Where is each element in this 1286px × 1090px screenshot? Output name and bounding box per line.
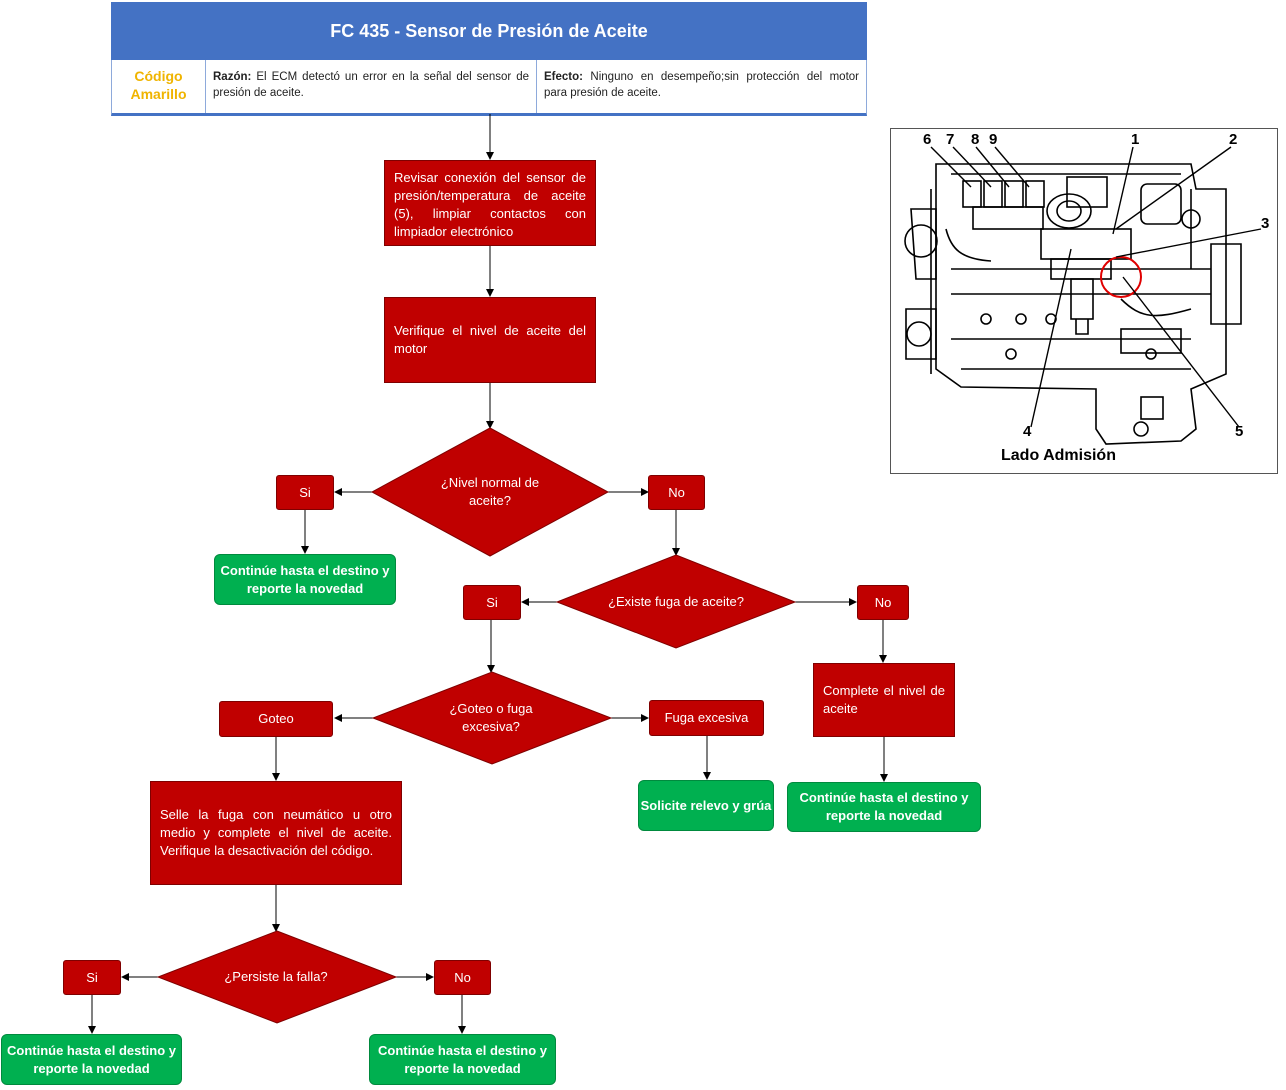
d3-fuga-excesiva-box: Fuga excesiva: [649, 700, 764, 736]
effect-label: Efecto:: [544, 71, 583, 83]
d4-yes-box: Si: [63, 960, 121, 995]
effect-text: Ninguno en desempeño;sin protección del …: [544, 71, 859, 99]
decision-persiste-falla-label: ¿Persiste la falla?: [224, 969, 328, 984]
engine-label-3: 3: [1261, 215, 1270, 232]
engine-illustration: [904, 146, 1262, 445]
engine-label-7: 7: [946, 131, 955, 148]
d1-no-box: No: [648, 475, 705, 510]
step-seal-leak: Selle la fuga con neumático u otro medio…: [150, 781, 402, 885]
step-check-oil-level: Verifique el nivel de aceite del motor: [384, 297, 596, 383]
engine-diagram: 1 2 3 4 5 6 7 8 9 Lado Admisión: [890, 128, 1278, 474]
d1-yes-box: Si: [276, 475, 334, 510]
diamond-goteo-fuga: [371, 671, 613, 765]
d2-yes-box: Si: [463, 585, 521, 620]
severity-code: Código Amarillo: [112, 60, 206, 113]
d1-yes-result-terminal: Continúe hasta el destino y reporte la n…: [214, 554, 396, 605]
d4-no-box: No: [434, 960, 491, 995]
engine-label-6: 6: [923, 131, 932, 148]
decision-existe-fuga-label: ¿Existe fuga de aceite?: [608, 594, 744, 609]
effect-cell: Efecto: Ninguno en desempeño;sin protecc…: [537, 60, 866, 113]
decision-diamonds: [156, 427, 797, 1024]
reason-label: Razón:: [213, 71, 252, 83]
page-title: FC 435 - Sensor de Presión de Aceite: [111, 2, 867, 60]
engine-label-4: 4: [1023, 423, 1032, 440]
step-check-sensor-connection: Revisar conexión del sensor de presión/t…: [384, 160, 596, 246]
d3-goteo-box: Goteo: [219, 701, 333, 737]
d4-yes-result-terminal: Continúe hasta el destino y reporte la n…: [1, 1034, 182, 1085]
step-seal-leak-text: Selle la fuga con neumático u otro medio…: [160, 807, 392, 858]
diamond-persiste-falla: [156, 930, 398, 1024]
engine-label-8: 8: [971, 131, 980, 148]
engine-label-2: 2: [1229, 131, 1238, 148]
decision-goteo-fuga-label: ¿Goteo o fuga excesiva?: [449, 701, 533, 734]
reason-text: El ECM detectó un error en la señal del …: [213, 71, 530, 99]
engine-caption: Lado Admisión: [1001, 447, 1116, 464]
d4-no-result-terminal: Continúe hasta el destino y reporte la n…: [369, 1034, 556, 1085]
d2-no-box: No: [857, 585, 909, 620]
d2-no-result-terminal: Continúe hasta el destino y reporte la n…: [787, 782, 981, 832]
diamond-nivel-normal: [370, 427, 610, 557]
connector-arrows: [88, 114, 888, 1034]
reason-cell: Razón: El ECM detectó un error en la señ…: [206, 60, 537, 113]
engine-label-5: 5: [1235, 423, 1244, 440]
step-complete-oil-level-text: Complete el nivel de aceite: [823, 683, 945, 716]
step-check-oil-level-text: Verifique el nivel de aceite del motor: [394, 323, 586, 356]
header-info-row: Código Amarillo Razón: El ECM detectó un…: [111, 60, 867, 116]
fault-code-header: FC 435 - Sensor de Presión de Aceite Cód…: [111, 2, 867, 116]
engine-label-1: 1: [1131, 131, 1140, 148]
decision-nivel-normal-label: ¿Nivel normal de aceite?: [440, 475, 540, 508]
engine-label-9: 9: [989, 131, 998, 148]
step-complete-oil-level: Complete el nivel de aceite: [813, 663, 955, 737]
d3-fuga-result-terminal: Solicite relevo y grúa: [638, 780, 774, 831]
diamond-existe-fuga: [555, 554, 797, 649]
